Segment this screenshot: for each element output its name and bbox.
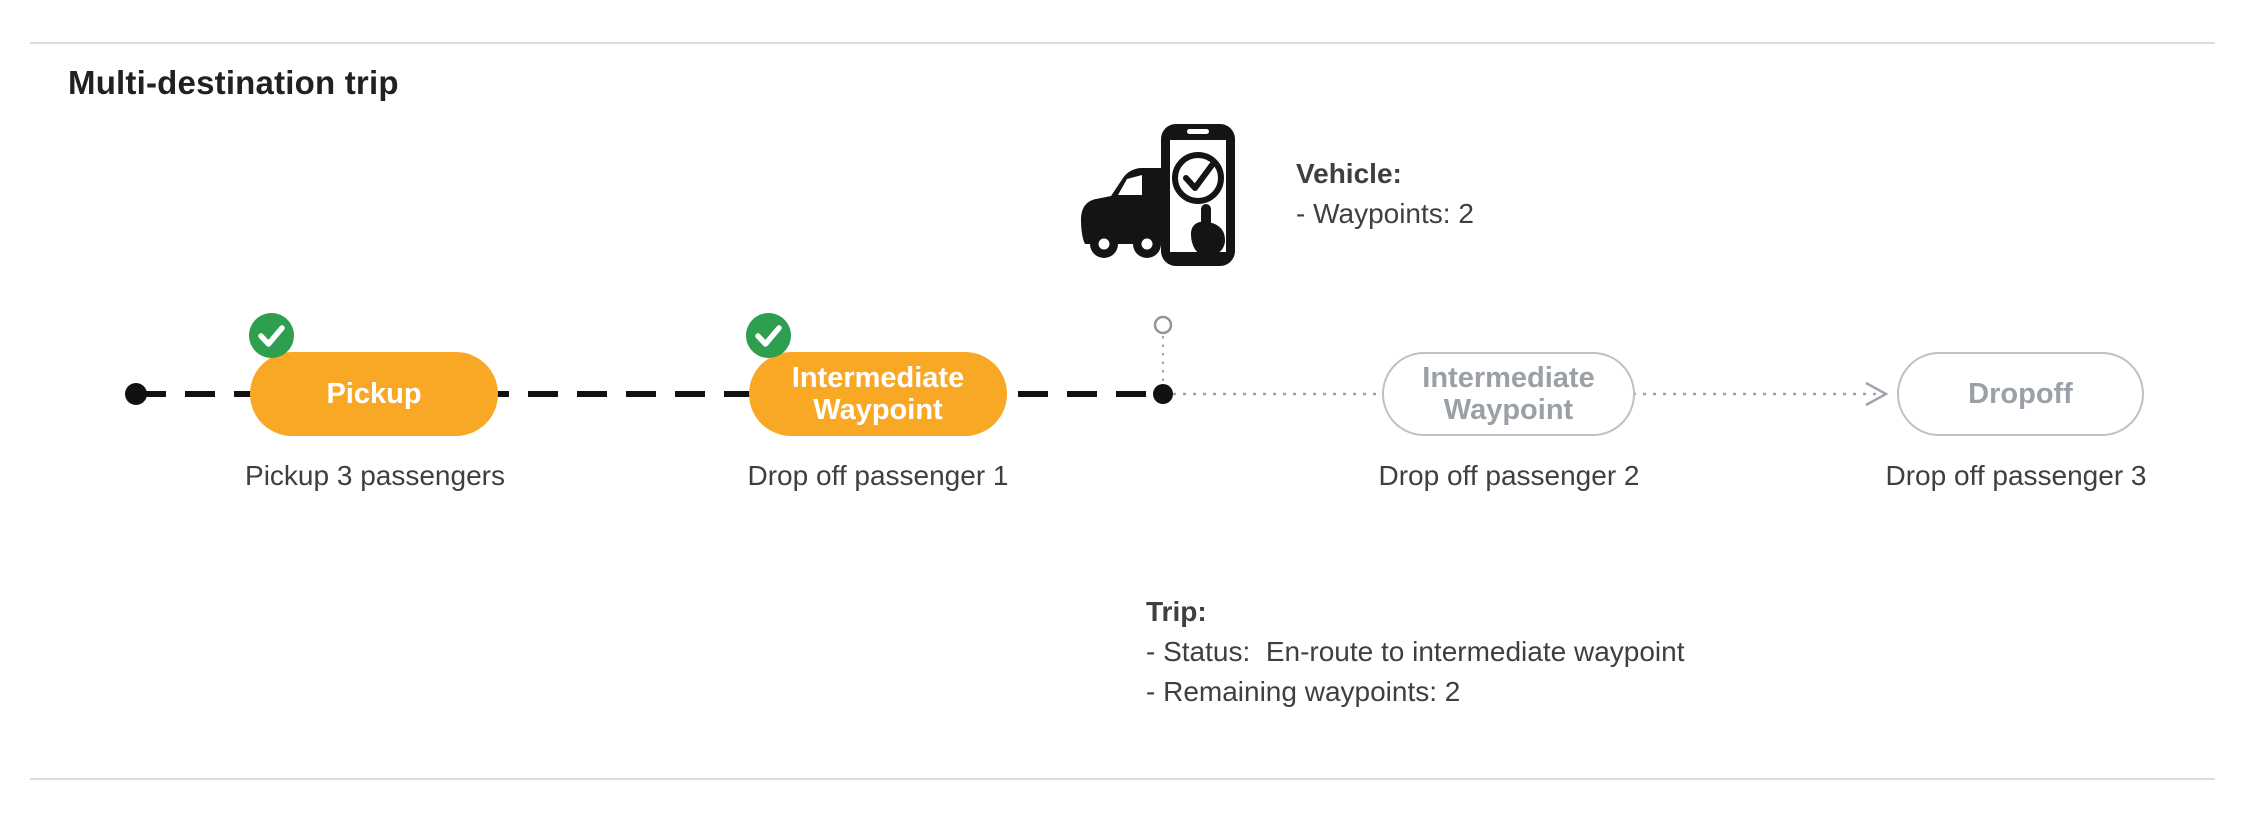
vehicle-info: Vehicle: - Waypoints: 2	[1296, 158, 1474, 238]
bottom-divider	[30, 778, 2215, 780]
vehicle-position-dot	[1153, 384, 1173, 404]
page-title: Multi-destination trip	[68, 64, 399, 101]
route-start-dot	[125, 383, 147, 405]
check-circle-icon	[249, 313, 294, 358]
check-circle-icon	[746, 313, 791, 358]
trip-info: Trip: - Status: En-route to intermediate…	[1146, 596, 1685, 716]
stop-description-1: Pickup 3 passengers	[245, 460, 505, 491]
stop-pill-label: Pickup	[326, 377, 422, 410]
trip-info-remaining-waypoints: - Remaining waypoints: 2	[1146, 676, 1461, 707]
stop-description-3: Drop off passenger 2	[1378, 460, 1640, 491]
stop-pill-dropoff: Dropoff	[1897, 352, 2144, 436]
stop-pill-intermediate-waypoint-1: Intermediate Waypoint	[749, 352, 1007, 436]
stop-description-4: Drop off passenger 3	[1885, 460, 2147, 491]
car-with-phone-check-icon	[1073, 122, 1245, 294]
vehicle-info-waypoints: - Waypoints: 2	[1296, 198, 1474, 229]
top-divider	[30, 42, 2215, 44]
trip-info-status: - Status: En-route to intermediate waypo…	[1146, 636, 1685, 667]
stop-pill-intermediate-waypoint-2: Intermediate Waypoint	[1382, 352, 1635, 436]
stop-pill-label: Dropoff	[1968, 377, 2073, 410]
vehicle-info-heading: Vehicle:	[1296, 158, 1402, 189]
route-arrow-icon	[1865, 381, 1889, 407]
stop-description-2: Drop off passenger 1	[747, 460, 1009, 491]
vehicle-leader-dot	[1153, 315, 1173, 335]
stop-pill-label: Intermediate Waypoint	[791, 361, 965, 426]
stop-pill-pickup: Pickup	[250, 352, 498, 436]
trip-info-heading: Trip:	[1146, 596, 1207, 627]
stop-pill-label: Intermediate Waypoint	[1422, 361, 1595, 426]
